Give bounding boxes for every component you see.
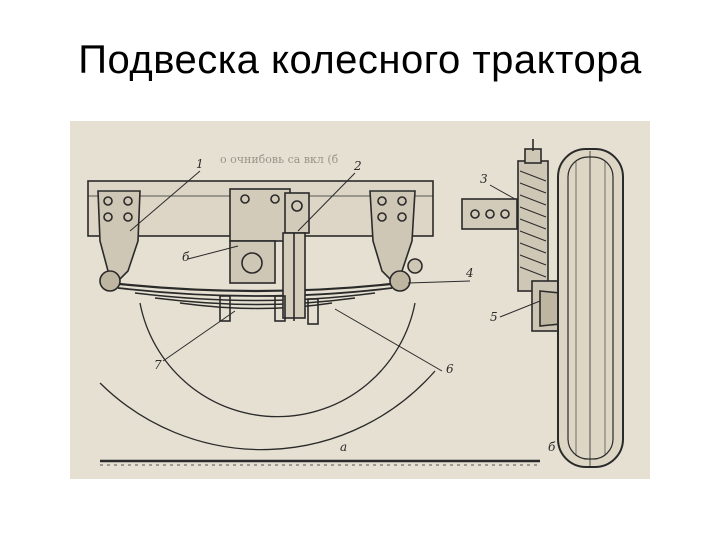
callout-6: 6 <box>446 362 454 376</box>
view-label-b: б <box>548 440 556 454</box>
callout-7: 7 <box>154 358 162 372</box>
leader-lines-b <box>489 184 541 318</box>
suspension-drawing: о очнибовь са вкл (б <box>70 121 650 479</box>
front-view-b <box>461 139 624 468</box>
view-label-a: а <box>340 440 347 454</box>
callout-b: б <box>182 250 190 264</box>
callout-3: 3 <box>480 172 488 186</box>
leader-lines-a <box>129 170 471 372</box>
callout-5: 5 <box>490 310 498 324</box>
slide-title: Подвеска колесного трактора <box>78 38 642 82</box>
callout-2: 2 <box>353 159 362 173</box>
faint-caption: о очнибовь са вкл (б <box>220 153 339 166</box>
suspension-drawing-svg: о очнибовь са вкл (б <box>70 121 650 479</box>
side-view-a <box>87 180 540 466</box>
callout-1: 1 <box>196 157 204 171</box>
callout-4: 4 <box>465 266 474 280</box>
